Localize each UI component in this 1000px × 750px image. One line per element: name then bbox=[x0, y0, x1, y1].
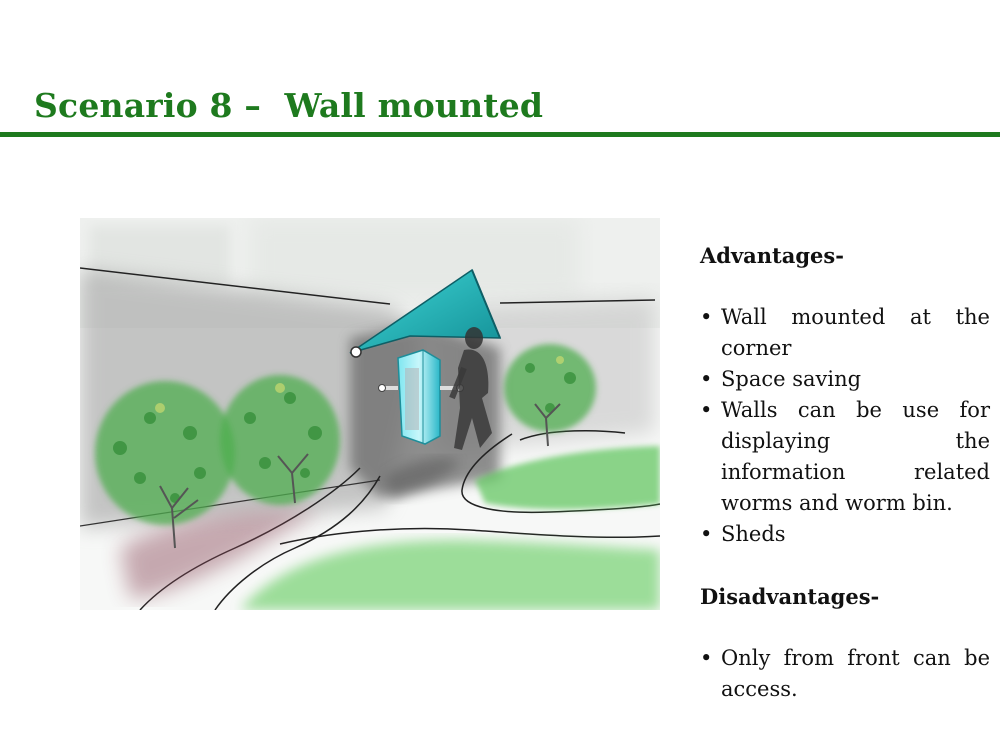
advantages-heading: Advantages- bbox=[700, 243, 844, 268]
advantage-item: Space saving bbox=[700, 364, 990, 395]
disadvantages-list: Only from front can be access. bbox=[700, 643, 990, 705]
advantages-list: Wall mounted at the corner Space saving … bbox=[700, 302, 990, 550]
scenario-notes: Advantages- Wall mounted at the corner S… bbox=[700, 240, 990, 705]
advantage-item: Wall mounted at the corner bbox=[700, 302, 990, 364]
slide-title: Scenario 8 – Wall mounted bbox=[34, 86, 544, 125]
advantage-item: Walls can be use for displaying the info… bbox=[700, 395, 990, 519]
title-divider bbox=[0, 132, 1000, 137]
disadvantages-heading: Disadvantages- bbox=[700, 584, 880, 609]
wall-mounted-bin-sketch bbox=[80, 218, 660, 610]
disadvantage-item: Only from front can be access. bbox=[700, 643, 990, 705]
advantage-item: Sheds bbox=[700, 519, 990, 550]
